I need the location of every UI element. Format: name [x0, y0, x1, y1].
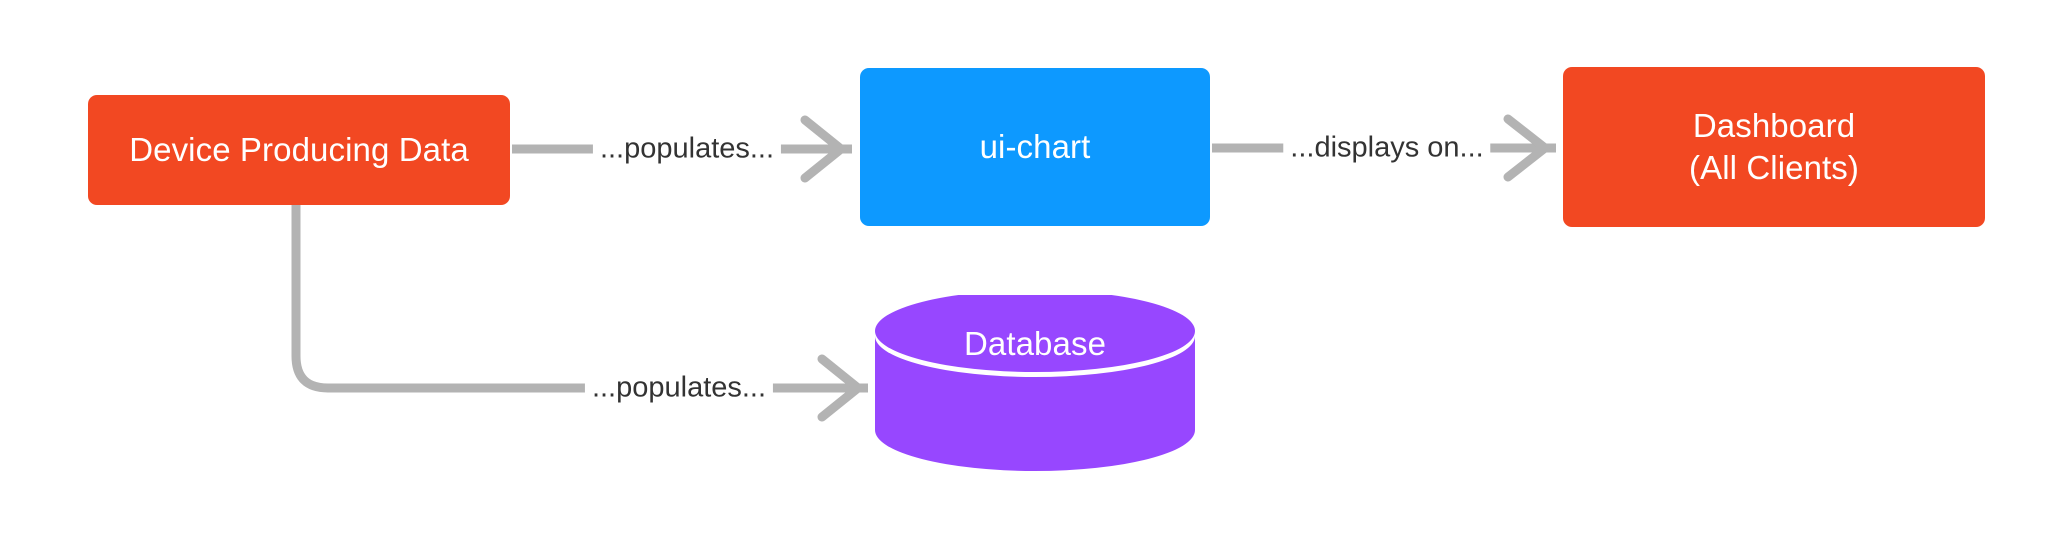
- edge-label-populates-ui-chart: ...populates...: [592, 131, 782, 167]
- edge-label-displays-on: ...displays on...: [1283, 130, 1491, 166]
- edge-device-to-database: [291, 205, 868, 422]
- arrowhead-icon: [800, 115, 846, 183]
- node-label: Dashboard (All Clients): [1689, 107, 1859, 186]
- node-label: Device Producing Data: [129, 131, 469, 169]
- arrowhead-icon: [817, 354, 863, 422]
- arrowhead-icon: [1503, 114, 1550, 182]
- node-dashboard[interactable]: Dashboard (All Clients): [1563, 67, 1985, 227]
- node-label: Database: [963, 325, 1107, 362]
- edge-label-populates-database: ...populates...: [584, 370, 774, 406]
- cylinder-icon: [875, 295, 1195, 471]
- node-database[interactable]: Database: [875, 295, 1195, 471]
- node-label: ui-chart: [979, 128, 1091, 166]
- edge-line: [291, 205, 868, 393]
- node-ui-chart[interactable]: ui-chart: [860, 68, 1210, 226]
- node-device-producing-data[interactable]: Device Producing Data: [88, 95, 510, 205]
